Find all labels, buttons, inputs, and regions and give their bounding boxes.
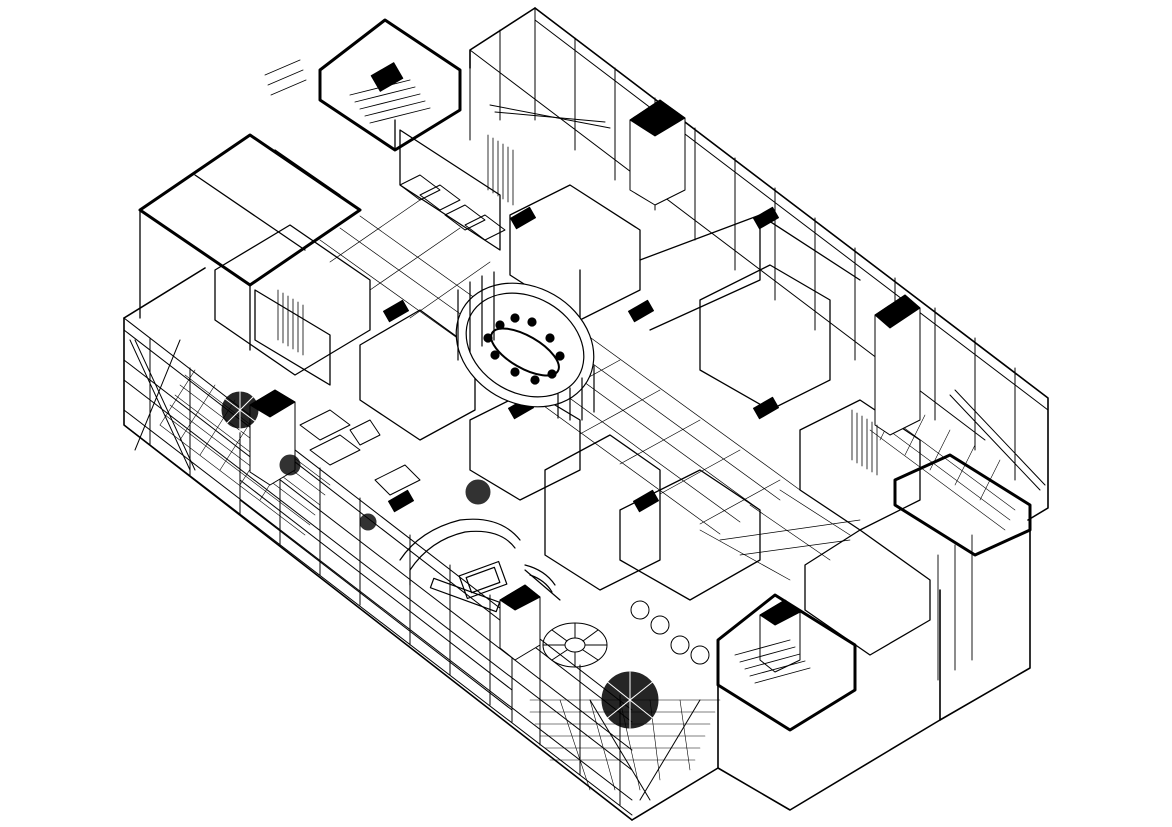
balcony-bracing (129, 104, 1046, 801)
plant-icons (219, 387, 659, 729)
structural-columns (249, 62, 921, 673)
spiral-staircase (542, 622, 608, 668)
plant-icon (465, 479, 491, 505)
plant-icon (601, 671, 659, 729)
conference-room-oval (455, 271, 595, 421)
hatched-cabinets (277, 134, 878, 476)
plant-icon (359, 513, 377, 531)
core-staircases (264, 59, 973, 684)
partition-walls (138, 18, 1032, 732)
lounge-curved-sofa (399, 518, 561, 613)
balcony-grid-floors (159, 369, 1016, 791)
plant-icon (219, 387, 261, 433)
reception-seating (299, 174, 710, 665)
curtain-wall-southwest (123, 317, 633, 816)
glass-railing-northeast (469, 7, 1049, 509)
tiled-floor-corridors (319, 199, 861, 581)
plant-icon (279, 454, 301, 476)
